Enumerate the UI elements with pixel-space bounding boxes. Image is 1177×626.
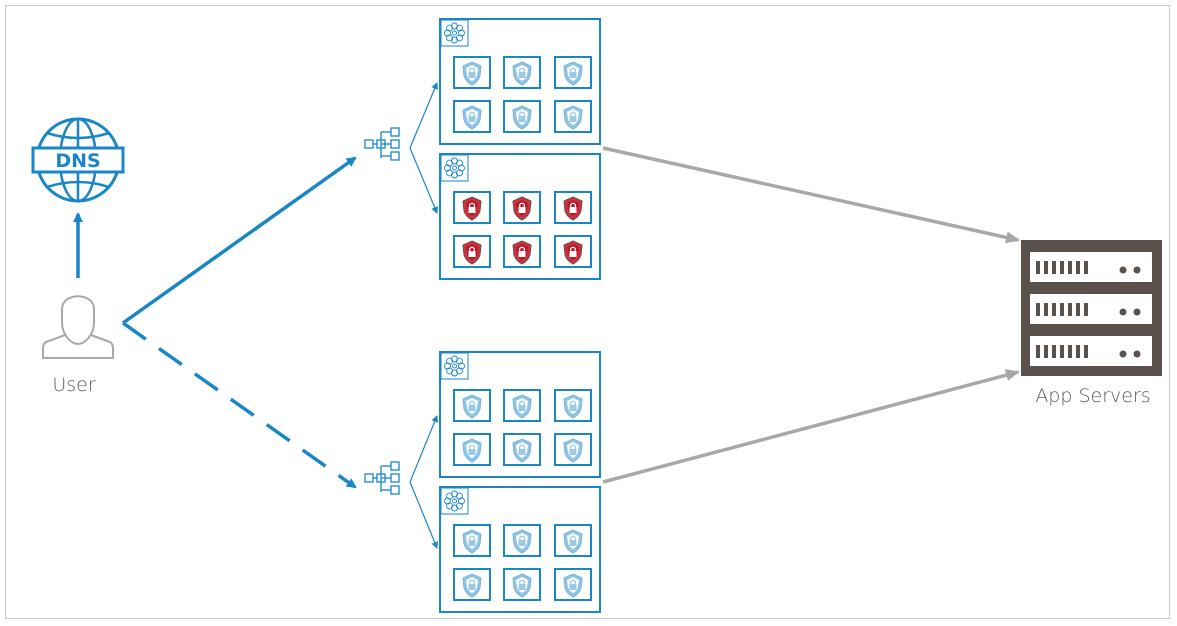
shield-lock-icon xyxy=(503,389,541,422)
scale-set-icon xyxy=(440,487,469,515)
app-servers-label: App Servers xyxy=(1035,385,1150,407)
server-unit xyxy=(1030,294,1152,324)
vm-scale-set-cluster xyxy=(439,18,601,145)
server-unit xyxy=(1030,252,1152,282)
cluster-to-app-servers-arrow xyxy=(602,146,1020,244)
vm-scale-set-cluster xyxy=(439,486,601,613)
scale-set-frame xyxy=(440,352,469,380)
shield-lock-alert-icon xyxy=(453,235,491,268)
scale-set-icon xyxy=(440,352,469,380)
shield-lock-icon xyxy=(554,433,592,466)
user-icon xyxy=(42,295,114,359)
scale-set-icon xyxy=(440,19,469,47)
shield-lock-alert-icon xyxy=(503,235,541,268)
shield-lock-icon xyxy=(503,56,541,89)
shield-lock-icon xyxy=(554,389,592,422)
scale-set-frame xyxy=(440,487,469,515)
lb2-to-cluster-b-arrow xyxy=(409,481,438,549)
shield-lock-icon xyxy=(554,56,592,89)
shield-lock-icon xyxy=(453,100,491,133)
dns-label: DNS xyxy=(55,150,100,172)
lb1-to-cluster-b-arrow xyxy=(409,147,438,214)
shield-lock-icon xyxy=(503,433,541,466)
scale-set-frame xyxy=(440,154,469,182)
diagram-frame xyxy=(5,5,1170,619)
server-unit xyxy=(1030,336,1152,366)
load-balancer-icon xyxy=(364,461,400,495)
vm-scale-set-cluster xyxy=(439,351,601,478)
scale-set-icon xyxy=(440,154,469,182)
shield-lock-alert-icon xyxy=(503,191,541,224)
lb1-to-cluster-a-arrow xyxy=(409,82,438,149)
vm-scale-set-cluster xyxy=(439,153,601,280)
shield-lock-icon xyxy=(503,568,541,601)
scale-set-frame xyxy=(440,19,469,47)
shield-lock-icon xyxy=(453,524,491,557)
shield-lock-icon xyxy=(554,524,592,557)
lb2-to-cluster-a-arrow xyxy=(409,415,438,483)
shield-lock-icon xyxy=(554,568,592,601)
server-rack-icon xyxy=(1021,240,1162,376)
shield-lock-alert-icon xyxy=(554,191,592,224)
load-balancer-icon xyxy=(364,127,400,161)
shield-lock-icon xyxy=(453,568,491,601)
shield-lock-alert-icon xyxy=(453,191,491,224)
user-to-primary-lb-arrow xyxy=(121,156,357,325)
shield-lock-alert-icon xyxy=(554,235,592,268)
shield-lock-icon xyxy=(453,389,491,422)
shield-lock-icon xyxy=(453,433,491,466)
dns-globe-icon: DNS xyxy=(31,117,125,203)
user-label: User xyxy=(52,374,95,396)
cluster-to-app-servers-arrow xyxy=(602,369,1020,484)
shield-lock-icon xyxy=(503,524,541,557)
shield-lock-icon xyxy=(503,100,541,133)
shield-lock-icon xyxy=(554,100,592,133)
user-to-secondary-lb-arrow xyxy=(121,321,357,489)
shield-lock-icon xyxy=(453,56,491,89)
